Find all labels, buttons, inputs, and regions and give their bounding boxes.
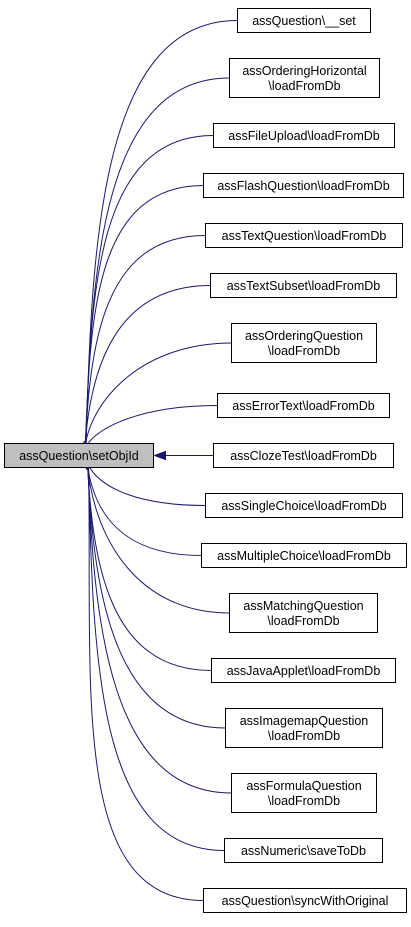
- caller-node-label: \loadFromDb: [268, 729, 340, 743]
- call-edge: [84, 235, 206, 453]
- caller-node-label: \loadFromDb: [268, 794, 340, 808]
- call-edge: [84, 135, 214, 453]
- caller-node-box: [213, 443, 394, 468]
- call-edge-arrowhead: [153, 450, 166, 461]
- caller-node-box: [211, 658, 396, 683]
- caller-node-label: assQuestion\__set: [252, 14, 356, 28]
- caller-node-box: [205, 223, 403, 248]
- call-graph-nodes: assQuestion\setObjId assQuestion\__setas…: [4, 8, 407, 913]
- caller-node[interactable]: assMultipleChoice\loadFromDb: [201, 543, 407, 568]
- call-edge: [86, 458, 212, 671]
- call-edge: [84, 285, 211, 453]
- root-node-box: [4, 443, 154, 468]
- caller-node-box: [231, 323, 377, 363]
- root-node-label: assQuestion\setObjId: [19, 449, 139, 463]
- call-edge: [85, 77, 230, 453]
- caller-node-label: assFileUpload\loadFromDb: [228, 129, 380, 143]
- caller-node-box: [213, 123, 395, 148]
- caller-node[interactable]: assFileUpload\loadFromDb: [213, 123, 395, 148]
- caller-node[interactable]: assQuestion\__set: [237, 8, 371, 33]
- caller-node-label: assNumeric\saveToDb: [241, 844, 366, 858]
- caller-node-box: [237, 8, 371, 33]
- caller-node-label: assErrorText\loadFromDb: [232, 399, 374, 413]
- call-edge: [87, 458, 225, 851]
- caller-node-label: assTextQuestion\loadFromDb: [222, 229, 387, 243]
- caller-node-box: [217, 393, 390, 418]
- caller-node[interactable]: assOrderingQuestion\loadFromDb: [231, 323, 377, 363]
- caller-node-label: assClozeTest\loadFromDb: [230, 449, 377, 463]
- caller-node-label: \loadFromDb: [268, 79, 340, 93]
- caller-node-box: [231, 773, 377, 813]
- caller-node-box: [205, 493, 403, 518]
- caller-node-label: assFormulaQuestion: [246, 779, 361, 793]
- caller-node-label: assImagemapQuestion: [240, 714, 369, 728]
- caller-node-box: [203, 888, 407, 913]
- caller-node[interactable]: assTextSubset\loadFromDb: [210, 273, 397, 298]
- caller-node-box: [229, 593, 378, 633]
- caller-node-box: [225, 708, 383, 748]
- caller-node-box: [203, 173, 404, 198]
- caller-node-box: [210, 273, 397, 298]
- caller-node[interactable]: assOrderingHorizontal\loadFromDb: [229, 58, 380, 98]
- call-edge: [87, 458, 232, 794]
- caller-node-label: \loadFromDb: [267, 614, 339, 628]
- call-edge: [87, 458, 204, 901]
- caller-node[interactable]: assFlashQuestion\loadFromDb: [203, 173, 404, 198]
- caller-node-label: assMatchingQuestion: [243, 599, 363, 613]
- caller-node-label: assFlashQuestion\loadFromDb: [217, 179, 389, 193]
- caller-node-label: assQuestion\syncWithOriginal: [222, 894, 389, 908]
- call-edge: [87, 458, 226, 729]
- caller-node-label: assMultipleChoice\loadFromDb: [217, 549, 391, 563]
- caller-node[interactable]: assQuestion\syncWithOriginal: [203, 888, 407, 913]
- caller-node[interactable]: assFormulaQuestion\loadFromDb: [231, 773, 377, 813]
- caller-node-label: \loadFromDb: [268, 344, 340, 358]
- caller-node[interactable]: assJavaApplet\loadFromDb: [211, 658, 396, 683]
- call-edge: [84, 185, 204, 453]
- caller-node-label: assOrderingQuestion: [245, 329, 363, 343]
- caller-node[interactable]: assNumeric\saveToDb: [224, 838, 383, 863]
- caller-node-box: [224, 838, 383, 863]
- call-edge: [86, 458, 230, 614]
- caller-node-label: assJavaApplet\loadFromDb: [227, 664, 381, 678]
- caller-node-box: [201, 543, 407, 568]
- caller-node[interactable]: assSingleChoice\loadFromDb: [205, 493, 403, 518]
- caller-node[interactable]: assMatchingQuestion\loadFromDb: [229, 593, 378, 633]
- caller-node-label: assOrderingHorizontal: [242, 64, 366, 78]
- caller-node-box: [229, 58, 380, 98]
- call-edge: [83, 342, 232, 453]
- call-edge: [86, 458, 202, 556]
- caller-node[interactable]: assImagemapQuestion\loadFromDb: [225, 708, 383, 748]
- caller-node[interactable]: assTextQuestion\loadFromDb: [205, 223, 403, 248]
- caller-node-label: assTextSubset\loadFromDb: [227, 279, 381, 293]
- root-node[interactable]: assQuestion\setObjId: [4, 443, 154, 468]
- caller-node-label: assSingleChoice\loadFromDb: [221, 499, 386, 513]
- caller-node[interactable]: assErrorText\loadFromDb: [217, 393, 390, 418]
- caller-node[interactable]: assClozeTest\loadFromDb: [213, 443, 394, 468]
